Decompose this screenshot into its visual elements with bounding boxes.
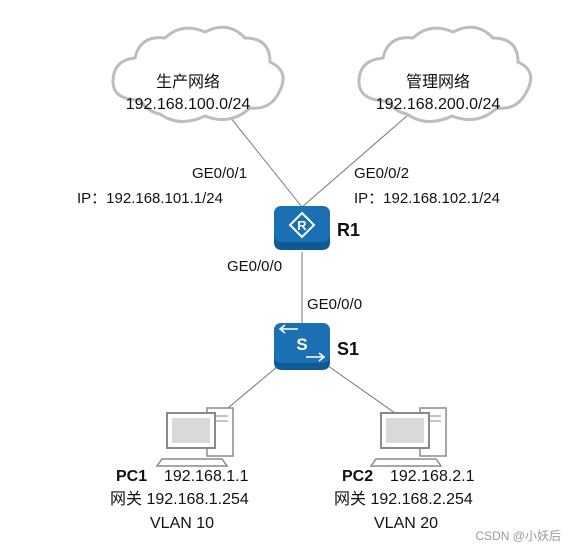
s1-ge000-port-label: GE0/0/0: [307, 296, 362, 313]
pc-screen: [386, 418, 424, 443]
pc1-vlan: VLAN 10: [150, 515, 214, 532]
link-r1-production: [229, 116, 303, 208]
switch-arrow-bottom-icon: [306, 352, 326, 362]
svg-text:PC1 192.168.1.1: PC1 192.168.1.1: [116, 468, 249, 485]
management-network-cloud: 管理网络 192.168.200.0/24: [357, 25, 533, 123]
r1-ge002-ip-label: IP：192.168.102.1/24: [354, 190, 500, 207]
pc1-ip: 192.168.1.1: [164, 468, 249, 485]
r1-ge002-port-label: GE0/0/2: [354, 165, 409, 182]
management-network-subnet: 192.168.200.0/24: [376, 96, 501, 113]
svg-text:PC2 192.168.2.1: PC2 192.168.2.1: [342, 468, 475, 485]
cloud-icon: [357, 25, 533, 123]
pc2-name: PC2: [342, 468, 373, 485]
pc1-gateway: 网关 192.168.1.254: [110, 490, 249, 508]
pc2-vlan: VLAN 20: [374, 515, 438, 532]
pc2-ip: 192.168.2.1: [390, 468, 475, 485]
production-network-subnet: 192.168.100.0/24: [126, 96, 251, 113]
management-network-name: 管理网络: [406, 72, 470, 91]
router-symbol-letter: R: [297, 218, 307, 233]
watermark: CSDN @小妖后: [475, 529, 561, 543]
pc-screen: [172, 418, 210, 443]
switch-arrow-top-icon: [278, 324, 298, 334]
router-r1-name: R1: [337, 220, 360, 240]
pc2-gateway: 网关 192.168.2.254: [334, 490, 473, 508]
router-r1: R R1: [274, 206, 360, 250]
r1-ge001-ip-label: IP：192.168.101.1/24: [77, 190, 223, 207]
router-symbol-icon: [288, 211, 316, 239]
r1-ge000-port-label: GE0/0/0: [227, 258, 282, 275]
switch-s1-name: S1: [337, 339, 359, 359]
cloud-icon: [111, 25, 285, 123]
switch-icon: [274, 323, 330, 363]
production-network-name: 生产网络: [156, 72, 220, 91]
production-network-cloud: 生产网络 192.168.100.0/24: [111, 25, 285, 123]
switch-symbol-letter: S: [296, 335, 307, 354]
link-r1-management: [301, 114, 409, 208]
pc-keyboard-icon: [155, 458, 229, 467]
r1-ge001-port-label: GE0/0/1: [192, 165, 247, 182]
router-icon: [274, 206, 330, 242]
pc1-name: PC1: [116, 468, 147, 485]
pc-keyboard-icon: [369, 458, 443, 467]
pc1-computer: PC1 192.168.1.1 网关 192.168.1.254 VLAN 10: [110, 407, 249, 532]
switch-s1: S S1: [274, 323, 359, 370]
pc2-computer: PC2 192.168.2.1 网关 192.168.2.254 VLAN 20: [334, 407, 475, 532]
